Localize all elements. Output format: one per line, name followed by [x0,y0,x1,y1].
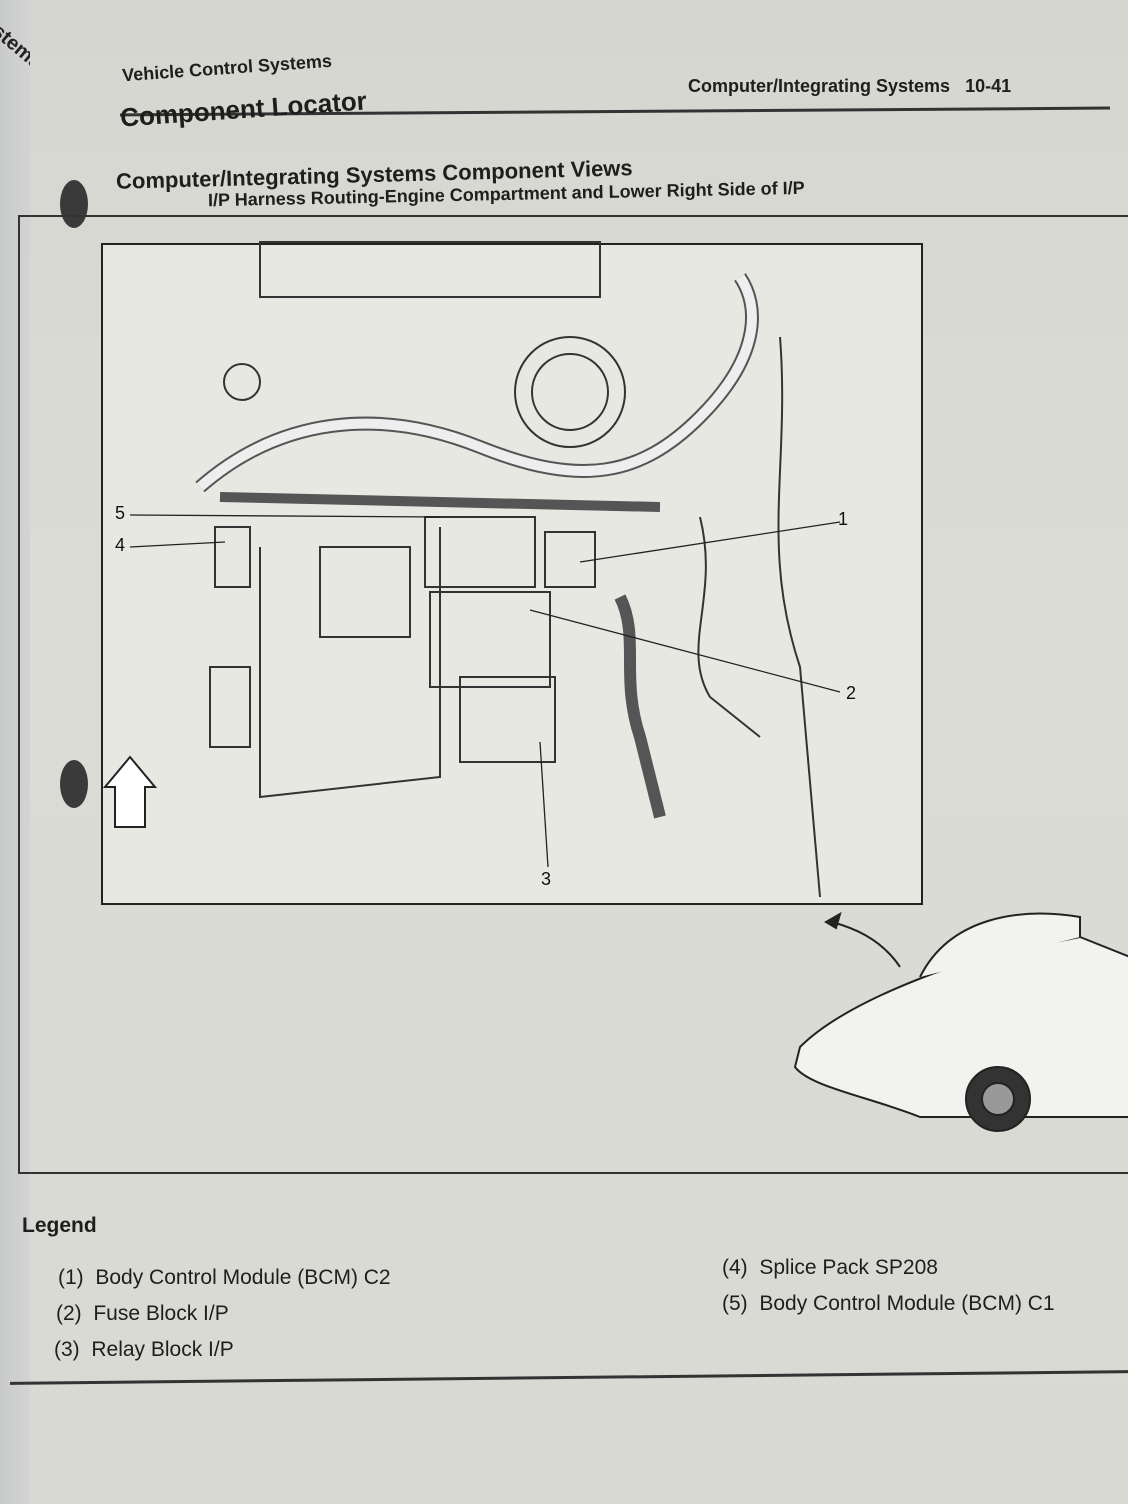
harness-drawing [195,241,821,898]
page-number: 10-41 [965,76,1012,96]
callout-5: 5 [115,503,126,523]
binder-hole [60,760,88,808]
legend-label: Splice Pack SP208 [759,1256,938,1279]
arrow-up-icon [102,755,158,828]
legend-item: (4) Splice Pack SP208 [722,1256,938,1280]
callout-1: 1 [838,509,849,529]
legend-number: (4) [722,1256,748,1279]
legend-number: (1) [58,1266,84,1289]
legend-item: (2) Fuse Block I/P [56,1302,229,1326]
figure-frame: 1 2 3 4 5 [18,215,1128,1174]
legend-label: Body Control Module (BCM) C2 [95,1266,391,1289]
callout-2: 2 [846,683,857,703]
legend-title: Legend [22,1214,97,1237]
legend-label: Relay Block I/P [91,1338,234,1361]
callout-4: 4 [115,535,126,555]
legend-item: (1) Body Control Module (BCM) C2 [58,1266,391,1290]
legend-item: (3) Relay Block I/P [54,1338,234,1362]
binder-hole [60,180,88,228]
car-illustration [793,911,1128,1132]
legend-number: (5) [722,1292,748,1315]
detail-view-frame [101,243,923,905]
legend-item: (5) Body Control Module (BCM) C1 [722,1292,1055,1316]
legend-number: (2) [56,1302,82,1325]
component-illustration [101,241,1128,1132]
callout-3: 3 [541,869,552,889]
legend-number: (3) [54,1338,80,1361]
leader-lines [129,514,841,868]
legend-label: Body Control Module (BCM) C1 [759,1292,1055,1315]
legend-label: Fuse Block I/P [93,1302,229,1325]
running-title-text: Computer/Integrating Systems [688,76,951,96]
running-title: Computer/Integrating Systems 10-41 [688,76,1011,97]
